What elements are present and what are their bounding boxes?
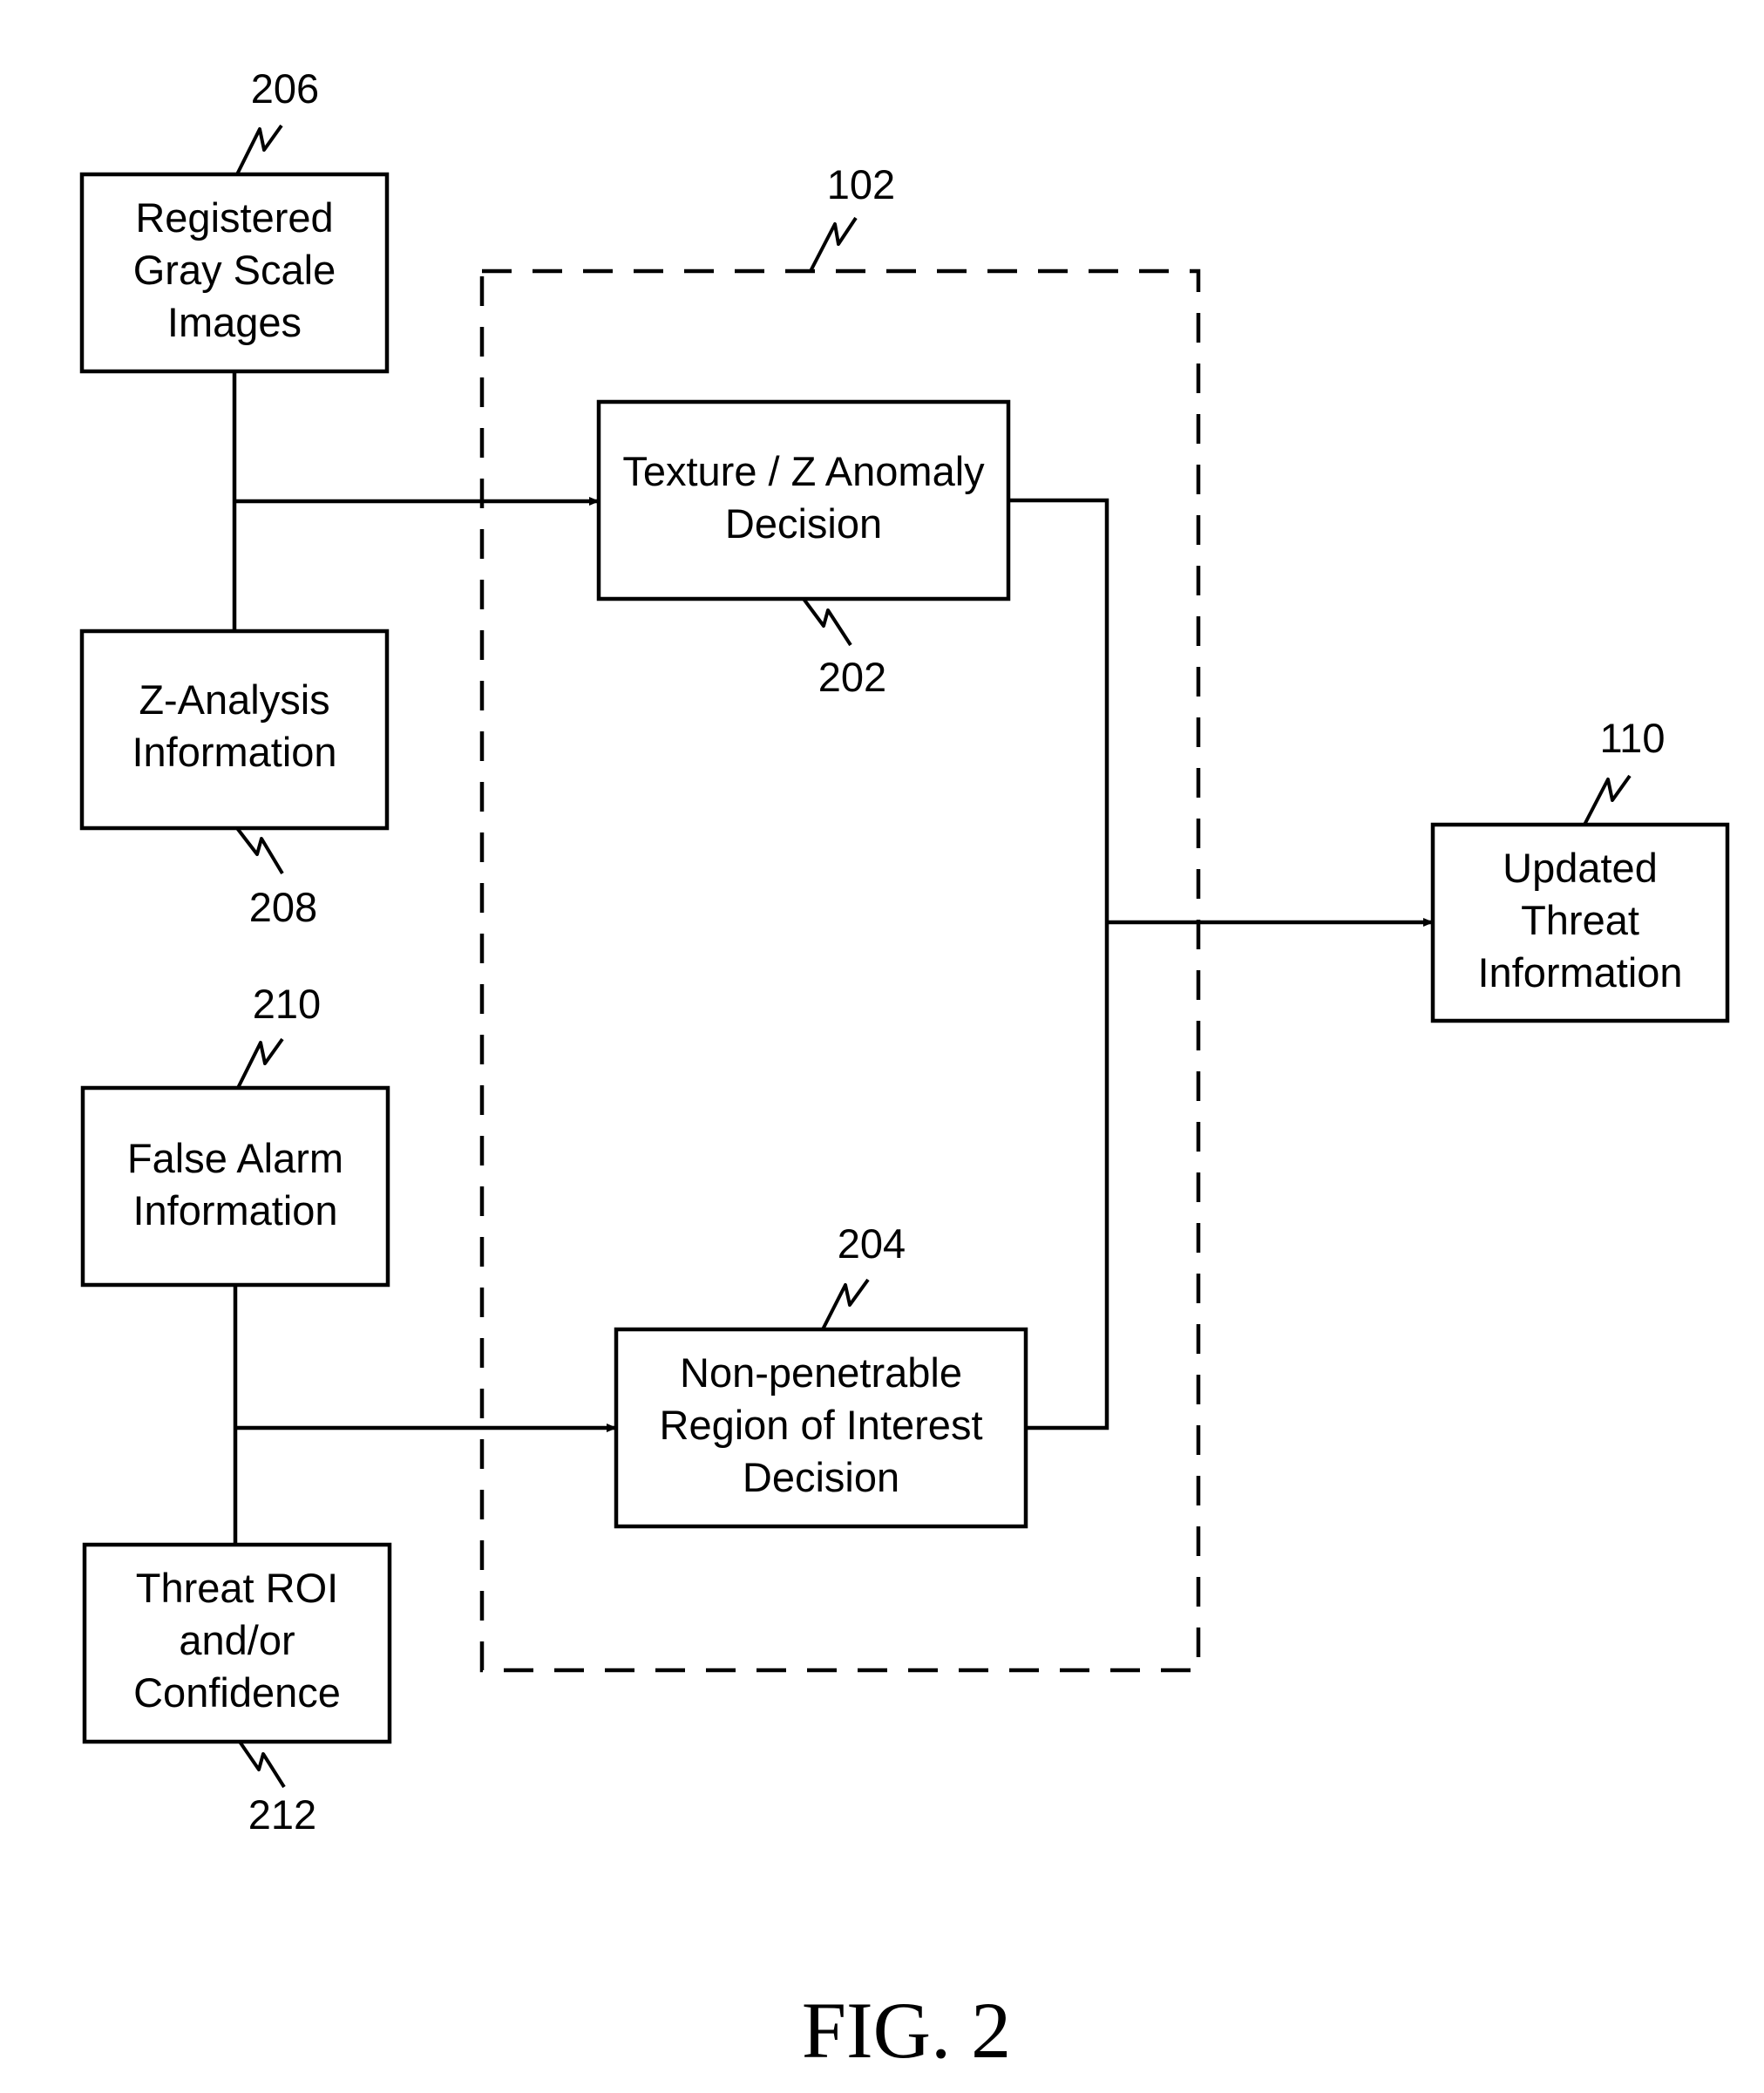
squiggle-210: [238, 1039, 282, 1088]
ref-110: 110: [1600, 715, 1666, 761]
box-threat-roi-confidence: Threat ROI and/or Confidence: [85, 1545, 390, 1742]
box-z-analysis-information: Z-Analysis Information: [82, 631, 387, 828]
svg-text:Registered: Registered: [135, 194, 333, 241]
squiggle-204: [823, 1280, 868, 1329]
svg-text:False Alarm: False Alarm: [127, 1135, 343, 1181]
svg-text:Threat: Threat: [1521, 897, 1639, 943]
squiggle-206: [237, 126, 282, 174]
svg-text:Threat ROI: Threat ROI: [136, 1565, 338, 1611]
box-texture-z-anomaly-decision: Texture / Z Anomaly Decision: [599, 402, 1008, 599]
squiggle-102: [811, 218, 856, 271]
box-registered-gray-scale-images: Registered Gray Scale Images: [82, 174, 387, 371]
ref-212: 212: [248, 1791, 316, 1838]
svg-text:Updated: Updated: [1503, 845, 1658, 891]
squiggle-208: [237, 828, 282, 873]
svg-text:Images: Images: [167, 299, 302, 345]
svg-text:and/or: and/or: [179, 1617, 295, 1663]
svg-text:Information: Information: [1477, 949, 1682, 996]
connector-texture-out: [1008, 500, 1107, 1428]
svg-text:Gray Scale: Gray Scale: [133, 247, 336, 293]
squiggle-212: [240, 1742, 284, 1787]
svg-text:Decision: Decision: [743, 1454, 899, 1500]
ref-206: 206: [251, 65, 319, 112]
ref-102: 102: [827, 161, 895, 207]
svg-text:Decision: Decision: [725, 500, 882, 547]
ref-204: 204: [838, 1220, 906, 1267]
squiggle-202: [804, 599, 851, 645]
box-updated-threat-information: Updated Threat Information: [1433, 825, 1727, 1021]
box-false-alarm-information: False Alarm Information: [83, 1088, 388, 1285]
svg-text:Region of Interest: Region of Interest: [660, 1402, 983, 1448]
svg-text:Confidence: Confidence: [133, 1669, 341, 1716]
box-non-penetrable-roi-decision: Non-penetrable Region of Interest Decisi…: [616, 1329, 1026, 1526]
ref-208: 208: [249, 884, 317, 930]
squiggle-110: [1584, 776, 1630, 825]
svg-text:Non-penetrable: Non-penetrable: [680, 1349, 962, 1396]
ref-210: 210: [253, 981, 321, 1027]
svg-text:Z-Analysis: Z-Analysis: [139, 676, 329, 723]
ref-202: 202: [818, 654, 886, 700]
svg-text:Information: Information: [132, 729, 336, 775]
svg-text:Information: Information: [132, 1187, 337, 1233]
figure-label: FIG. 2: [802, 1986, 1011, 2075]
svg-text:Texture / Z Anomaly: Texture / Z Anomaly: [622, 448, 985, 494]
